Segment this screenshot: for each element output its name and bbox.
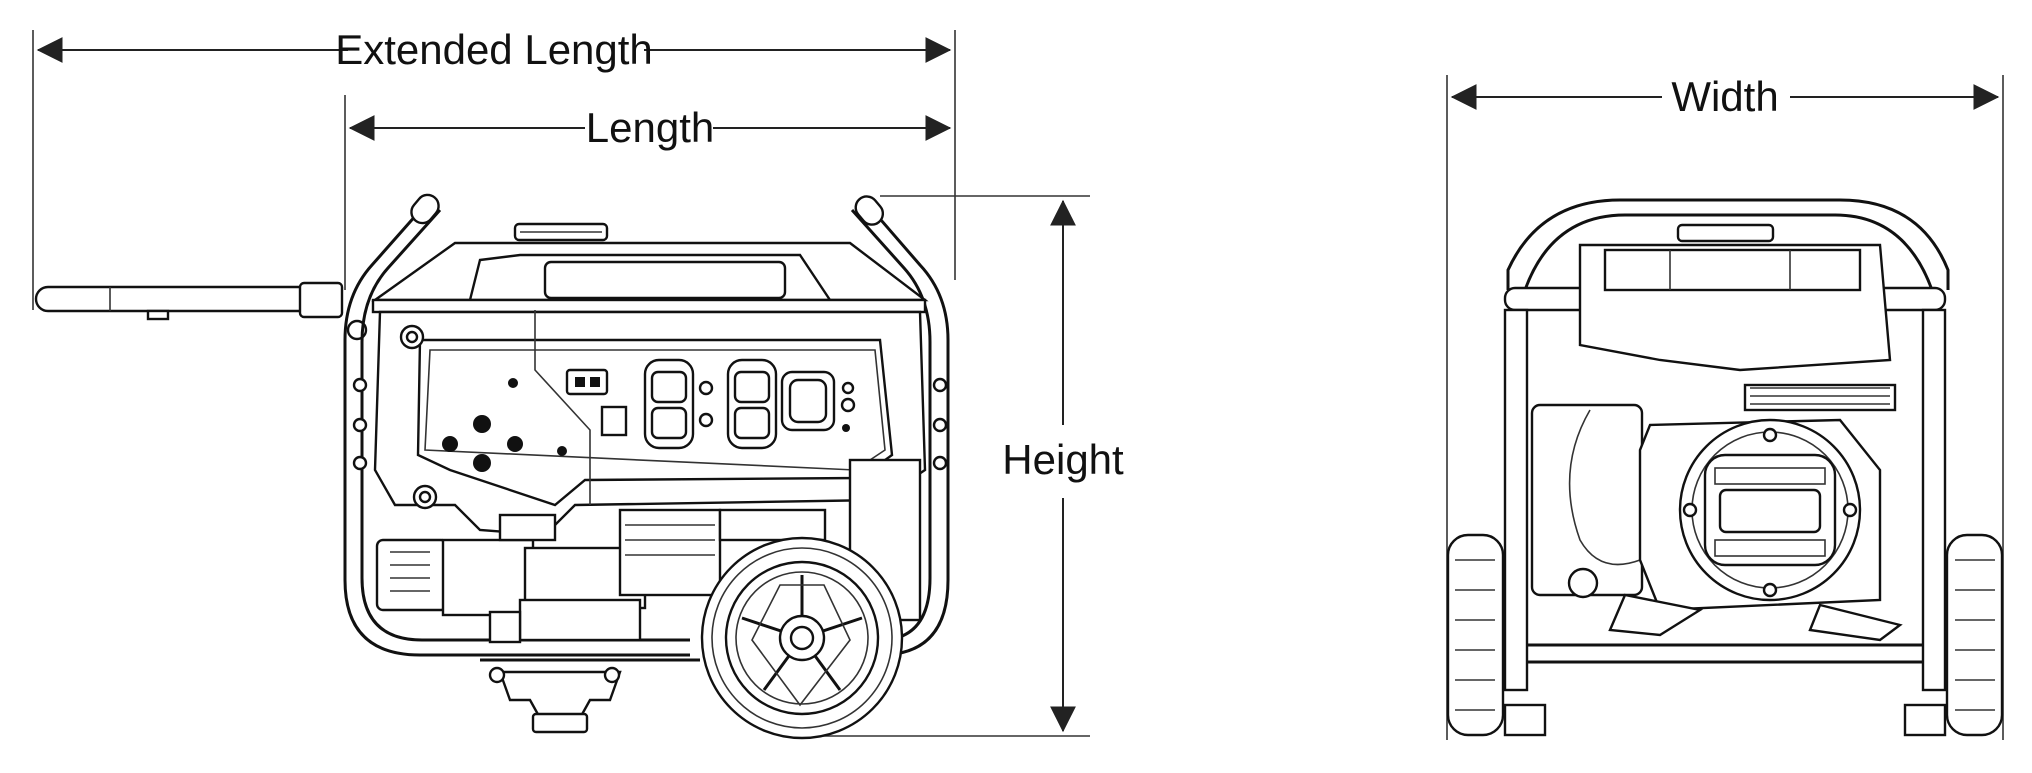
front-engine	[1530, 383, 1903, 642]
length-label: Length	[586, 104, 714, 151]
front-fuel-cap	[1676, 223, 1775, 243]
wheel	[700, 536, 904, 740]
extended-length-label: Extended Length	[335, 26, 653, 73]
generator-side-view	[34, 193, 950, 740]
width-dimension: Width	[1446, 73, 2004, 740]
front-wheel-right	[1903, 533, 2004, 737]
width-label: Width	[1671, 73, 1778, 120]
generator-front-view	[1446, 198, 2004, 737]
extended-length-dimension: Extended Length	[32, 26, 956, 310]
height-label: Height	[1002, 436, 1124, 483]
control-panel	[373, 310, 927, 537]
breaker-switch	[565, 368, 609, 396]
foot	[480, 658, 700, 734]
extended-handle	[34, 281, 368, 341]
tube-frame	[343, 193, 950, 657]
length-dimension: Length	[344, 95, 952, 290]
fuel-tank	[371, 222, 929, 314]
front-tank	[1578, 223, 1892, 372]
reset-button	[600, 405, 628, 437]
height-dimension: Height	[800, 195, 1124, 737]
front-wheel-left	[1446, 533, 1547, 737]
